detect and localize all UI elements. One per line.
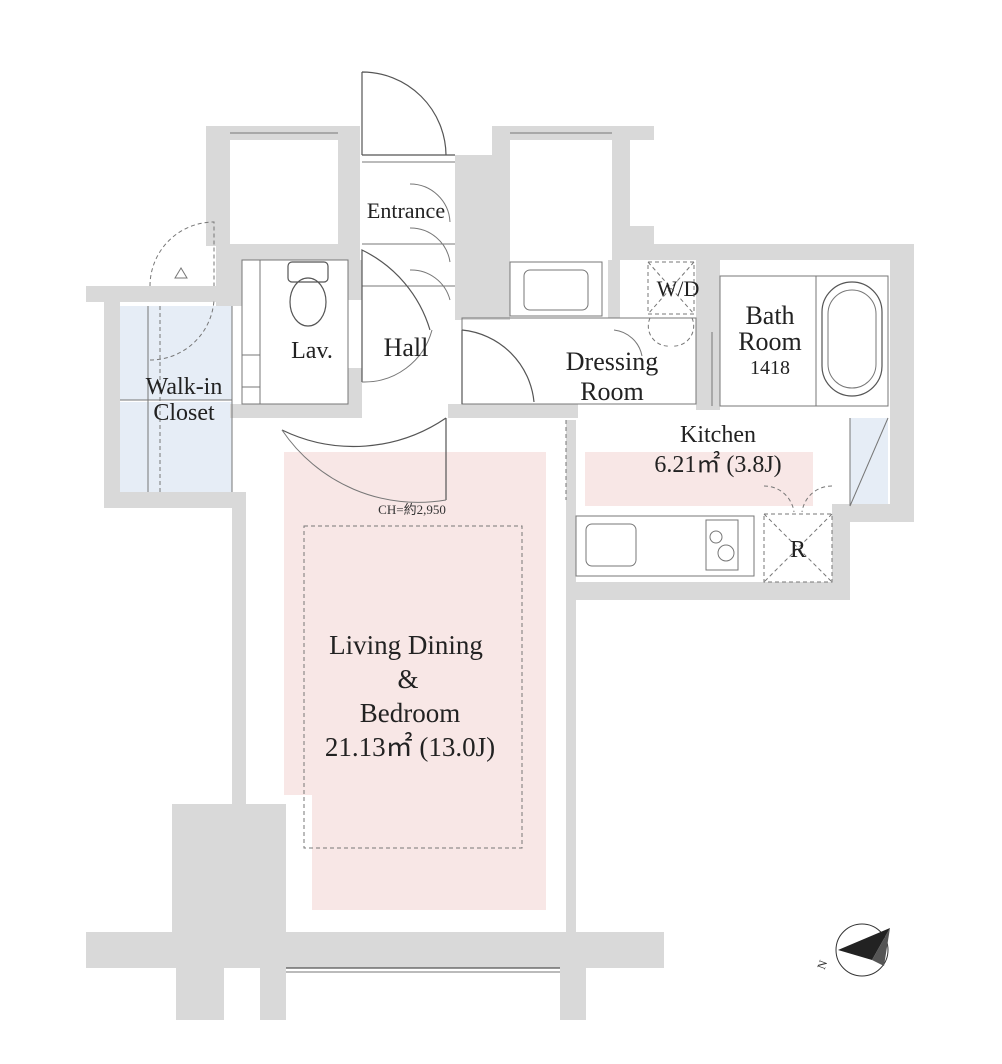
kitchen-label: Kitchen — [680, 422, 756, 448]
washer-dryer-icon — [647, 261, 695, 315]
refrigerator-label: R — [790, 537, 806, 563]
closet-label-2: Closet — [153, 400, 215, 426]
living-door[interactable] — [281, 417, 447, 500]
bath-label-2: Room — [738, 327, 802, 356]
closet-fill-top — [120, 306, 232, 400]
ceiling-height-label: CH=約2,950 — [378, 502, 446, 517]
compass-north-label: N — [814, 958, 830, 971]
bathtub-icon — [821, 281, 883, 397]
living-white-notch — [284, 795, 312, 910]
fixtures — [120, 71, 889, 973]
lav-door[interactable] — [361, 249, 431, 382]
ldb-label-1: Living Dining — [329, 630, 483, 660]
ldb-label-3: Bedroom — [360, 698, 461, 728]
hall-label: Hall — [384, 333, 429, 362]
room-fills — [120, 306, 888, 910]
dressing-door[interactable] — [461, 329, 535, 404]
closet-label-1: Walk-in — [146, 374, 223, 400]
bath-label-1: Bath — [745, 301, 794, 330]
sensor-triangle-icon — [174, 267, 188, 279]
living-dining-bedroom-fill — [284, 452, 546, 910]
kitchen-area-label: 6.21㎡ (3.8J) — [654, 451, 781, 478]
dressing-label-1: Dressing — [566, 347, 658, 376]
ldb-label-2: & — [397, 664, 418, 694]
entrance-door[interactable] — [361, 71, 447, 156]
bath-size-label: 1418 — [750, 357, 790, 379]
ldb-area-label: 21.13㎡ (13.0J) — [325, 732, 495, 762]
dressing-label-2: Room — [580, 377, 644, 406]
compass-icon — [835, 923, 890, 977]
toilet-icon — [287, 261, 329, 327]
closet-fill-bottom — [120, 402, 232, 492]
closet-door-swing[interactable] — [149, 221, 215, 287]
wd-label: W/D — [657, 276, 700, 301]
kitchen-fill — [585, 452, 813, 506]
stove-icon — [705, 519, 739, 571]
entrance-label: Entrance — [367, 198, 445, 223]
refrigerator-icon — [763, 513, 833, 583]
lav-label: Lav. — [291, 338, 333, 364]
room-labels: Entrance Lav. Hall W/D Dressing Room Bat… — [146, 198, 806, 762]
sink-icon — [585, 523, 637, 567]
